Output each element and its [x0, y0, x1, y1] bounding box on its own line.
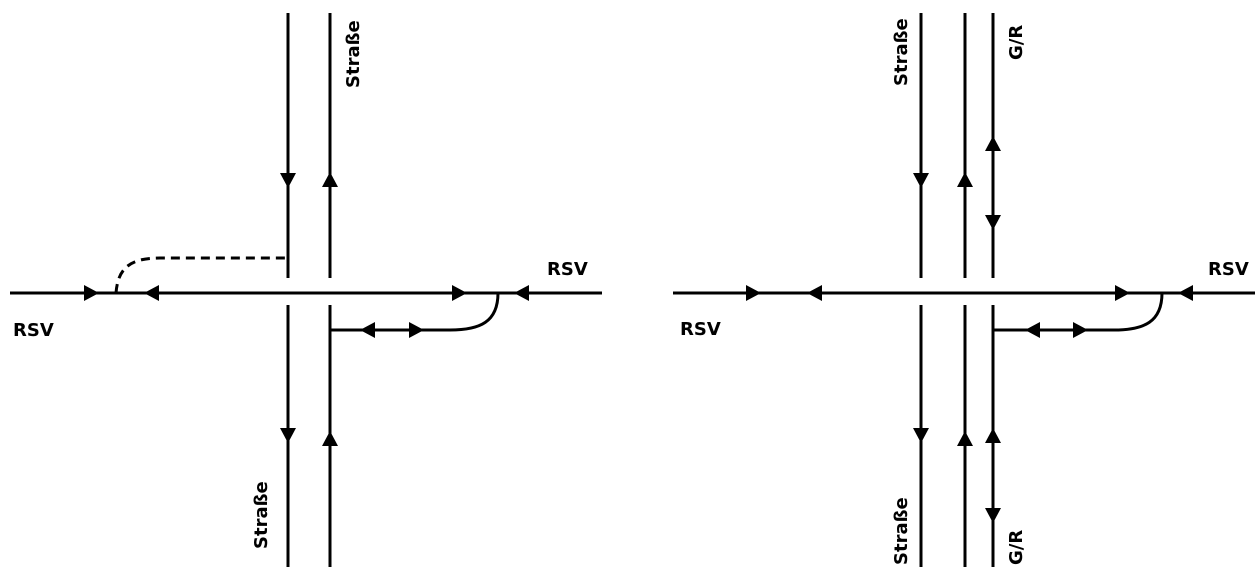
left-rsv-arrow-west-1	[144, 285, 159, 301]
left-street-arrow-down-bottom	[280, 428, 296, 443]
right-gr-arrow-up-top	[985, 136, 1001, 151]
right-gr-arrow-up-bottom	[985, 428, 1001, 443]
right-gr-arrow-down-bottom	[985, 508, 1001, 523]
right-street-arrow-down-top	[913, 173, 929, 188]
right-rsv-arrow-west-1	[807, 285, 822, 301]
left-rsv-arrow-east-1	[84, 285, 99, 301]
left-dashed-connector	[114, 256, 288, 294]
left-turn-curve	[330, 292, 500, 332]
left-rsv-arrow-west-2	[514, 285, 529, 301]
right-intersection-diagram: RSV RSV Straße Straße G/R G/R	[673, 13, 1255, 567]
left-street-arrow-up-top	[322, 172, 338, 187]
right-rsv-arrow-east-2	[1115, 285, 1130, 301]
right-rsv-arrow-west-2	[1178, 285, 1193, 301]
left-intersection-diagram: RSV RSV Straße Straße	[10, 13, 602, 567]
right-rsv-label-left: RSV	[680, 319, 721, 340]
left-branch-arrow-east	[409, 322, 424, 338]
left-street-label-top: Straße	[343, 20, 364, 88]
right-branch-arrow-east	[1073, 322, 1088, 338]
right-street-arrow-up-top	[957, 172, 973, 187]
right-gr-label-top: G/R	[1006, 25, 1027, 60]
left-street-arrow-down-top	[280, 173, 296, 188]
right-street-label-bottom: Straße	[891, 497, 912, 565]
left-branch-arrow-west	[360, 322, 375, 338]
right-street-arrow-down-bottom	[913, 428, 929, 443]
right-rsv-label-right: RSV	[1208, 259, 1249, 280]
left-street-label-bottom: Straße	[251, 481, 272, 549]
right-branch-arrow-west	[1025, 322, 1040, 338]
right-street-label-top: Straße	[891, 18, 912, 86]
right-street-arrow-up-bottom	[957, 431, 973, 446]
left-rsv-label-right: RSV	[547, 259, 588, 280]
right-gr-arrow-down-top	[985, 215, 1001, 230]
left-rsv-label-left: RSV	[13, 320, 54, 341]
right-gr-label-bottom: G/R	[1006, 530, 1027, 565]
left-street-arrow-up-bottom	[322, 431, 338, 446]
right-turn-curve	[993, 292, 1164, 332]
left-rsv-arrow-east-2	[452, 285, 467, 301]
right-rsv-arrow-east-1	[746, 285, 761, 301]
